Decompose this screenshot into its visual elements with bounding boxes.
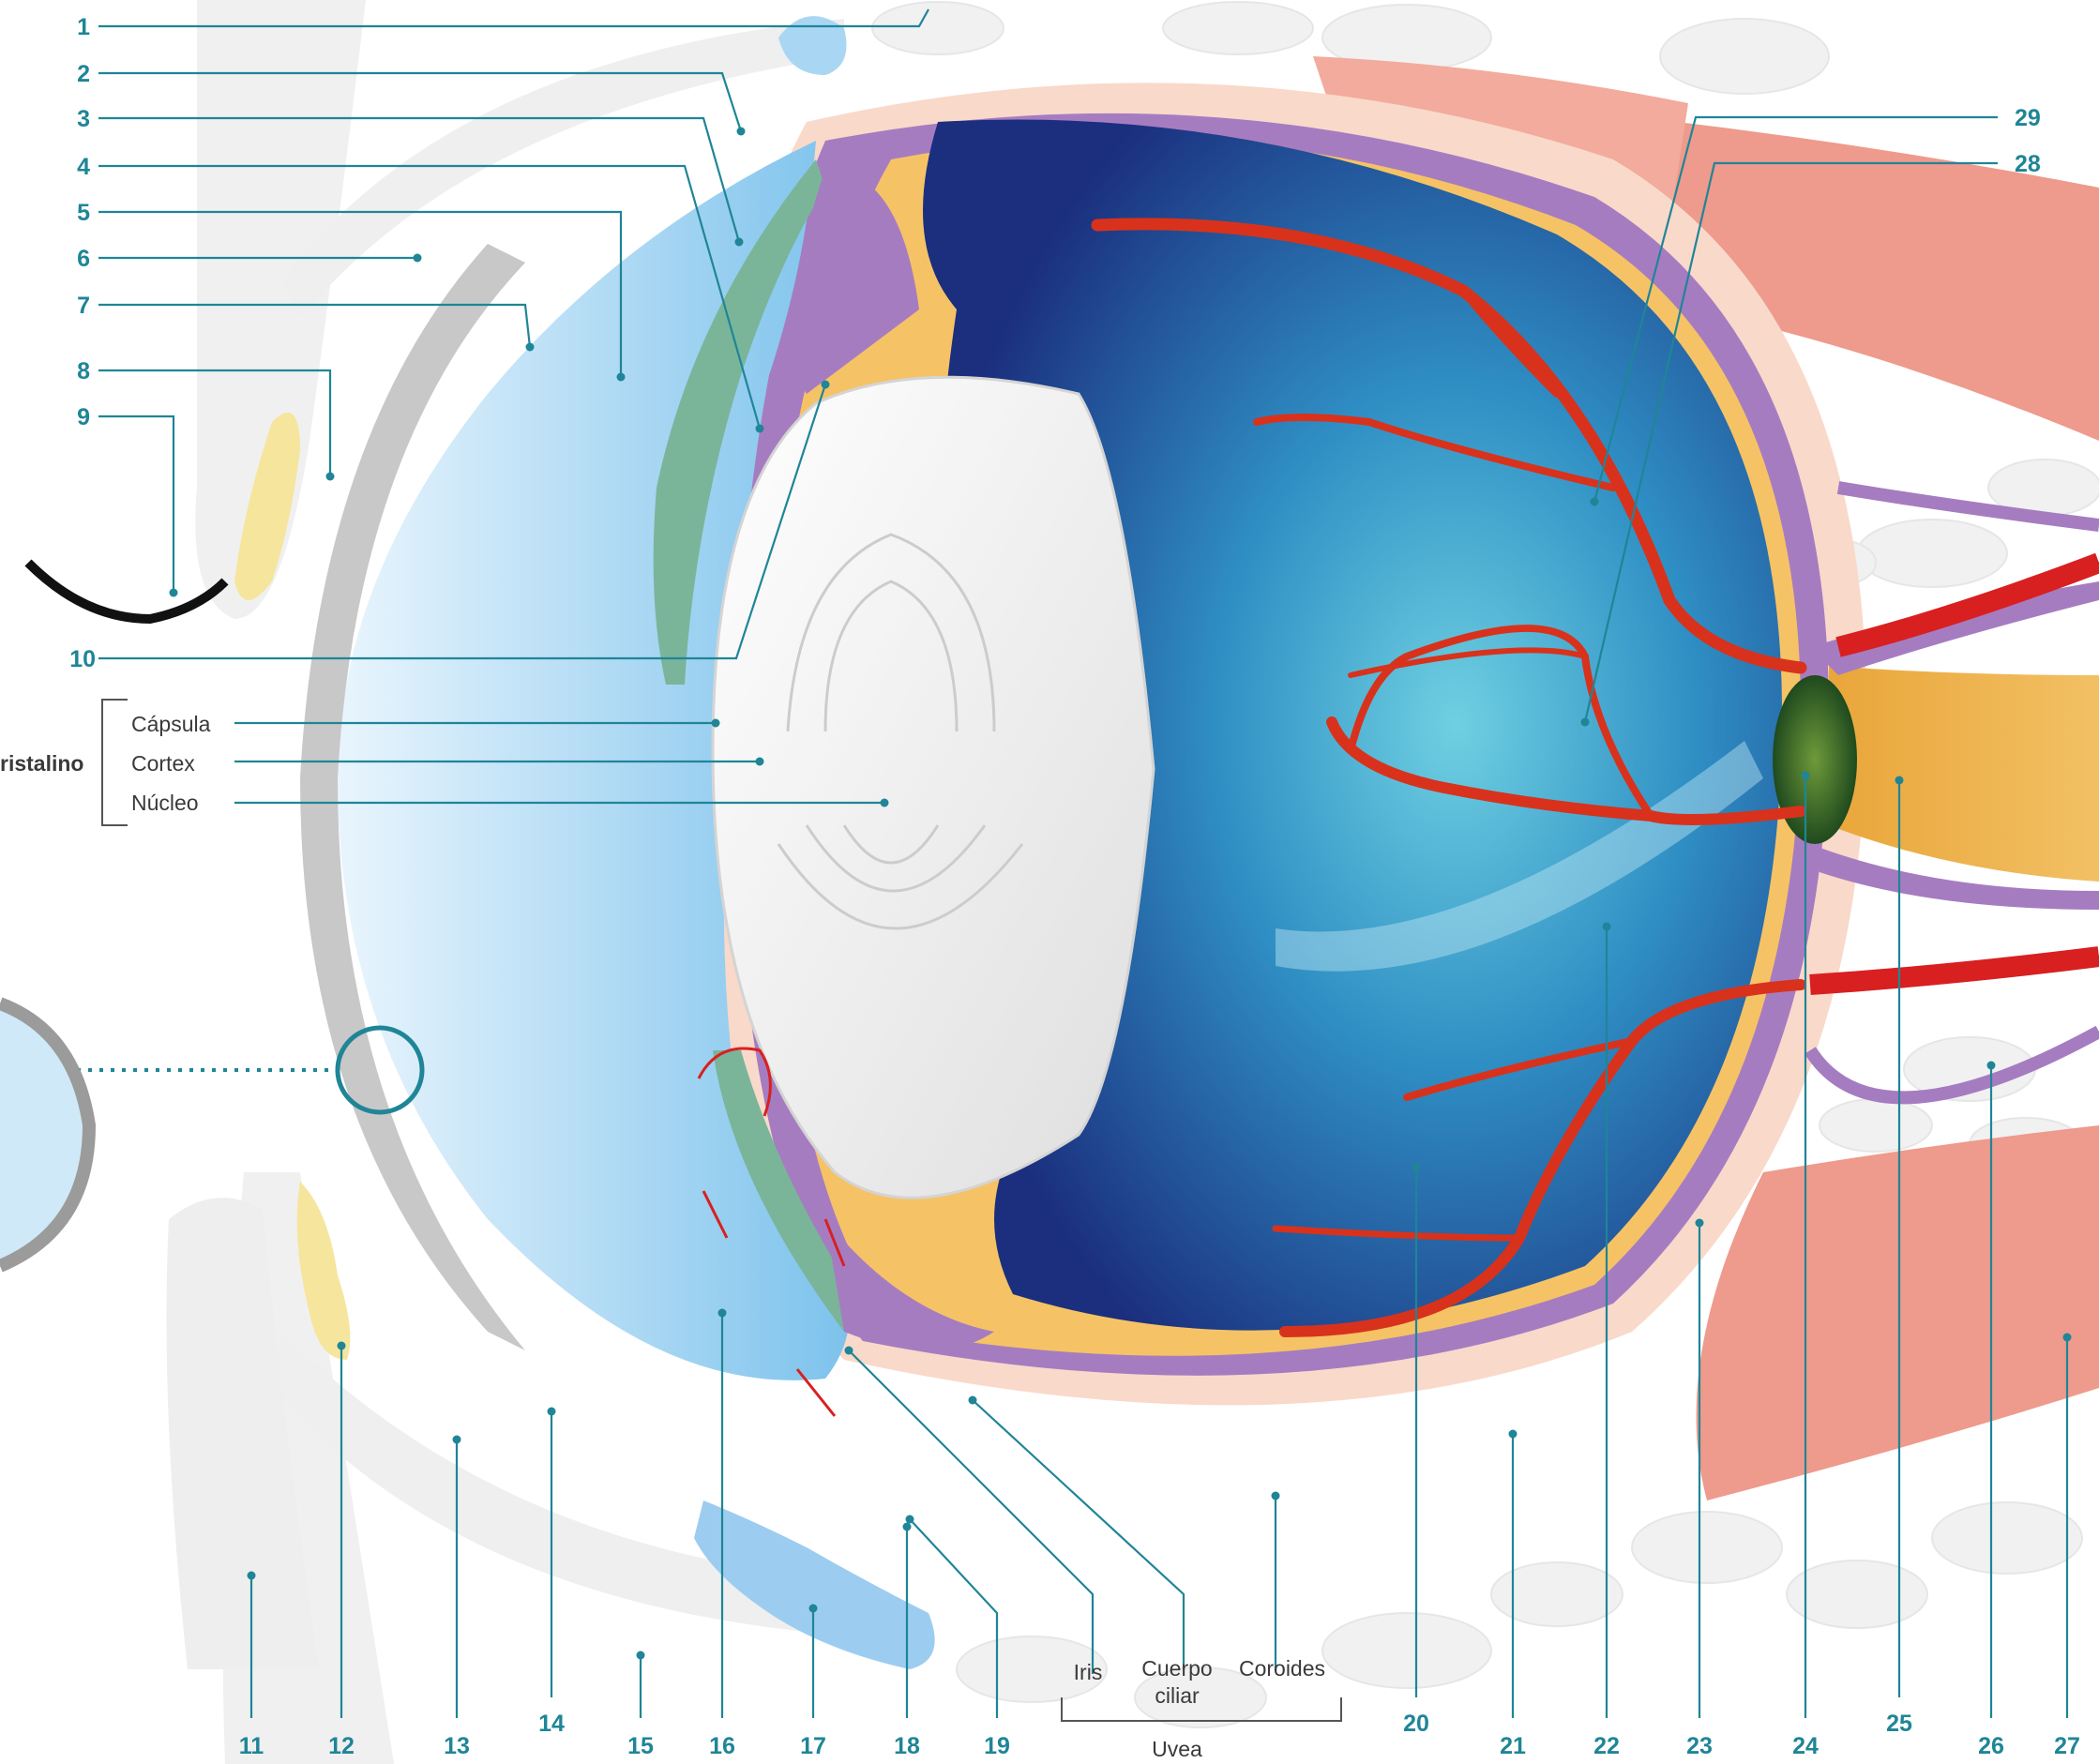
dot-28 xyxy=(1581,718,1590,727)
eyelash xyxy=(28,563,225,619)
lens-cortex-label: Cortex xyxy=(131,751,195,776)
lens-group-title: ristalino xyxy=(0,751,83,776)
label-23: 23 xyxy=(1686,1733,1713,1759)
lacrimal-gland xyxy=(778,16,847,75)
label-3: 3 xyxy=(77,106,90,132)
label-7: 7 xyxy=(77,293,90,319)
label-24: 24 xyxy=(1792,1733,1819,1759)
label-21: 21 xyxy=(1500,1733,1526,1759)
label-13: 13 xyxy=(444,1733,470,1759)
label-28: 28 xyxy=(2015,151,2041,177)
label-4: 4 xyxy=(77,154,90,180)
lens xyxy=(713,377,1154,1198)
lens-nucleus-label: Núcleo xyxy=(131,791,199,815)
label-17: 17 xyxy=(800,1733,826,1759)
label-29: 29 xyxy=(2015,105,2041,131)
left-number-labels: 1 2 3 4 5 6 7 8 9 10 xyxy=(69,14,96,672)
label-5: 5 xyxy=(77,200,90,226)
label-19: 19 xyxy=(984,1733,1010,1759)
uvea-iris-label: Iris xyxy=(1074,1660,1103,1684)
central-vein-lower xyxy=(1810,957,2099,985)
label-1: 1 xyxy=(77,14,90,40)
label-9: 9 xyxy=(77,404,90,430)
detail-inset xyxy=(0,1003,89,1266)
right-number-labels: 29 28 xyxy=(2015,105,2041,177)
label-8: 8 xyxy=(77,358,90,384)
label-10: 10 xyxy=(69,646,96,672)
label-20: 20 xyxy=(1403,1711,1429,1737)
uvea-title: Uvea xyxy=(1152,1737,1202,1761)
label-15: 15 xyxy=(627,1733,654,1759)
uvea-ciliary-label-1: Cuerpo xyxy=(1141,1656,1212,1681)
label-22: 22 xyxy=(1593,1733,1620,1759)
label-27: 27 xyxy=(2054,1733,2080,1759)
label-11: 11 xyxy=(239,1733,264,1759)
label-25: 25 xyxy=(1886,1711,1912,1737)
label-14: 14 xyxy=(538,1711,565,1737)
label-18: 18 xyxy=(894,1733,920,1759)
uvea-choroid-label: Coroides xyxy=(1239,1656,1325,1681)
label-12: 12 xyxy=(328,1733,355,1759)
optic-nerve xyxy=(1829,666,2099,882)
lens-bracket xyxy=(102,700,128,825)
uvea-ciliary-label-2: ciliar xyxy=(1155,1683,1200,1708)
label-16: 16 xyxy=(709,1733,735,1759)
label-6: 6 xyxy=(77,246,90,272)
dot-29 xyxy=(1591,498,1599,506)
label-2: 2 xyxy=(77,61,90,87)
lens-capsule-label: Cápsula xyxy=(131,712,211,736)
label-26: 26 xyxy=(1978,1733,2004,1759)
inferior-rectus-muscle xyxy=(1697,1125,2099,1500)
